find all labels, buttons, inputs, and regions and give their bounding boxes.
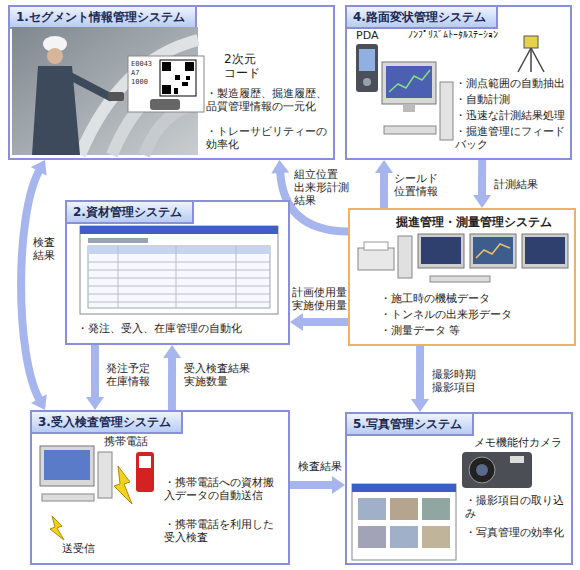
bullet-text: ・トレーサビリティーの効率化 <box>206 125 330 151</box>
system-box: 1.セグメント情報管理システム・製造履歴、掘進履歴、品質管理情報の一元化・トレー… <box>8 5 335 160</box>
flow-label: 検査結果 <box>33 236 57 262</box>
system-box: 3.受入検査管理システム・携帯電話への資材搬入データの自動送信・携帯電話を利用し… <box>30 410 290 565</box>
arrow-head <box>31 394 47 410</box>
figure-label: ﾉﾝﾌﾟﾘｽﾞﾑﾄｰﾀﾙｽﾃｰｼｮﾝ <box>408 29 518 41</box>
system-title: 5.写真管理システム <box>347 414 474 436</box>
flow-label: 計画使用量 実施使用量 <box>292 286 348 312</box>
arrow-head <box>86 397 104 410</box>
arrow-head <box>473 195 491 208</box>
system-title: 2.資材管理システム <box>67 202 194 224</box>
bullet-text: ・トンネルの出来形データ <box>380 308 570 321</box>
arrow-shaft <box>416 346 424 400</box>
bullet-text: ・施工時の機械データ <box>380 292 570 305</box>
flow-label: 撮影時期 撮影項目 <box>432 368 482 394</box>
arrow-shaft <box>21 171 39 400</box>
arrow-head <box>163 345 181 358</box>
figure-label: 携帯電話 <box>104 435 164 448</box>
bullet-text: ・写真管理の効率化 <box>465 526 569 539</box>
system-box: 2.資材管理システム・発注、受入、在庫管理の自動化 <box>65 200 290 345</box>
arrow-shaft <box>168 357 176 410</box>
flow-label: 受入検査結果 実施数量 <box>184 362 256 388</box>
system-title: 3.受入検査管理システム <box>32 412 183 434</box>
core-system-box: 掘進管理・測量管理システム・施工時の機械データ・トンネルの出来形データ・測量デー… <box>348 208 576 346</box>
arrow-shaft <box>290 481 333 489</box>
flow-arrow <box>163 345 181 410</box>
figure-label: 2次元コード <box>224 52 262 80</box>
flow-arrow <box>375 160 393 208</box>
system-title: 掘進管理・測量管理システム <box>396 214 552 230</box>
flow-label: 計測結果 <box>494 178 544 191</box>
bullet-text: ・携帯電話を利用した受入検査 <box>164 518 276 544</box>
bullet-text: ・製造履歴、掘進履歴、品質管理情報の一元化 <box>206 87 330 113</box>
bullet-text: ・携帯電話への資材搬入データの自動送信 <box>164 476 276 502</box>
flow-arrow <box>473 160 491 208</box>
arrow-head <box>411 399 429 412</box>
arrow-shaft <box>380 172 388 208</box>
flow-label: 発注予定 在庫情報 <box>106 362 154 388</box>
system-box: 5.写真管理システム・撮影項目の取り込み・写真管理の効率化 <box>345 412 573 565</box>
flow-arrow <box>21 160 47 410</box>
bullet-text: ・迅速な計測結果処理 <box>455 109 567 122</box>
figure-label: メモ機能付カメラ <box>474 436 570 449</box>
arrow-head <box>375 160 393 173</box>
flow-arrow <box>411 346 429 412</box>
figure-label: E0043 A7 1000 <box>131 60 155 87</box>
flow-label: 組立位置 出来形計測 結果 <box>294 168 350 207</box>
bullet-text: ・自動計測 <box>455 93 567 106</box>
figure-label: PDA <box>356 29 386 42</box>
bullet-text: ・測点範囲の自動抽出 <box>455 77 567 90</box>
system-box: 4.路面変状管理システム・測点範囲の自動抽出・自動計測・迅速な計測結果処理・掘進… <box>345 5 572 160</box>
flow-label: シールド 位置情報 <box>394 172 442 198</box>
arrow-head <box>332 476 345 494</box>
arrow-shaft <box>91 345 99 398</box>
system-title: 1.セグメント情報管理システム <box>10 7 197 29</box>
arrow-head <box>271 160 289 174</box>
bullet-text: ・発注、受入、在庫管理の自動化 <box>77 322 282 335</box>
flow-arrow <box>290 476 345 494</box>
bullet-text: ・測量データ 等 <box>380 324 570 337</box>
arrow-head <box>31 160 47 176</box>
figure-label: 送受信 <box>62 542 112 555</box>
flow-label: 検査結果 <box>298 460 344 473</box>
system-title: 4.路面変状管理システム <box>347 7 498 29</box>
bullet-text: ・撮影項目の取り込み <box>465 494 569 520</box>
arrow-shaft <box>478 160 486 196</box>
flow-arrow <box>86 345 104 410</box>
bullet-text: ・掘進管理にフィードバック <box>455 125 567 151</box>
flow-arrow <box>290 313 348 331</box>
arrow-shaft <box>302 318 348 326</box>
arrow-head <box>290 313 303 331</box>
